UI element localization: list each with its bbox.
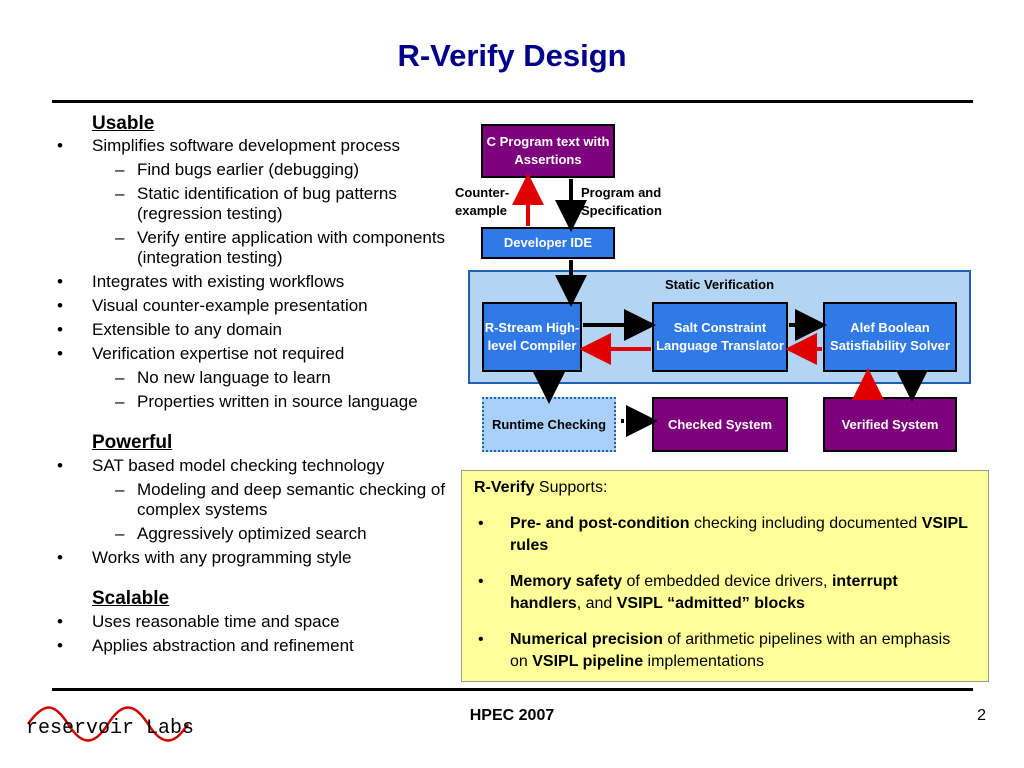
sub-bullet-item: Verify entire application with component… xyxy=(52,228,472,268)
supports-bullet: Pre- and post-condition checking includi… xyxy=(474,513,968,557)
supports-bold-text: VSIPL pipeline xyxy=(532,653,644,670)
bullet-item: Extensible to any domain xyxy=(52,320,472,340)
supports-text: checking including documented xyxy=(689,515,922,532)
supports-list: Pre- and post-condition checking includi… xyxy=(474,513,968,673)
supports-bold-text: Numerical precision xyxy=(510,631,663,648)
bullet-item: SAT based model checking technology xyxy=(52,456,472,476)
bullet-item: Uses reasonable time and space xyxy=(52,612,472,632)
reservoir-labs-logo: reservoir Labs xyxy=(26,706,194,742)
verified-label: Verified System xyxy=(841,416,939,432)
bullet-item: Integrates with existing workflows xyxy=(52,272,472,292)
supports-bold-text: Pre- and post-condition xyxy=(510,515,690,532)
sub-bullet-item: Find bugs earlier (debugging) xyxy=(52,160,472,180)
checked-label: Checked System xyxy=(667,416,773,432)
runtime-label: Runtime Checking xyxy=(491,416,607,432)
supports-text: of arithmetic pipelines with an emphasis… xyxy=(510,631,951,670)
sub-bullet-item: Static identification of bug patterns (r… xyxy=(52,184,472,224)
verified-system-box: Verified System xyxy=(823,397,957,452)
c-program-label: C Program text with Assertions xyxy=(486,134,610,167)
section-heading: Powerful xyxy=(92,432,173,453)
supports-bold-text: VSIPL rules xyxy=(510,515,968,554)
rstream-box: R-Stream High-level Compiler xyxy=(482,302,582,372)
bullet-item: Visual counter-example presentation xyxy=(52,296,472,316)
supports-bold-text: VSIPL “admitted” blocks xyxy=(616,595,805,612)
supports-bold-text: Memory safety xyxy=(510,573,623,590)
section-heading: Usable xyxy=(92,113,155,134)
supports-text: implementations xyxy=(643,653,765,670)
bullet-item: Verification expertise not required xyxy=(52,344,472,364)
footer-conference: HPEC 2007 xyxy=(469,707,555,724)
bullet-item: Applies abstraction and refinement xyxy=(52,636,472,656)
developer-ide-box: Developer IDE xyxy=(481,227,615,259)
supports-bold-text: interrupt handlers xyxy=(510,573,898,612)
sub-bullet-item: Aggressively optimized search xyxy=(52,524,472,544)
section-heading: Scalable xyxy=(92,588,170,609)
counter-example-label: Counter-example xyxy=(455,185,510,218)
supports-text: of embedded device drivers, xyxy=(622,573,832,590)
bullet-item: Works with any programming style xyxy=(52,548,472,568)
c-program-box: C Program text with Assertions xyxy=(481,124,615,178)
supports-text: , and xyxy=(576,595,617,612)
program-spec-label: Program and Specification xyxy=(581,185,662,218)
developer-ide-label: Developer IDE xyxy=(503,235,593,250)
slide-title: R-Verify Design xyxy=(397,38,627,73)
supports-box: R-Verify Supports: Pre- and post-conditi… xyxy=(461,470,989,682)
static-verification-label: Static Verification xyxy=(664,277,775,292)
sub-bullet-item: Properties written in source language xyxy=(52,392,472,412)
bottom-rule xyxy=(52,688,973,691)
salt-label: Salt Constraint Language Translator xyxy=(656,320,784,353)
supports-bullet: Memory safety of embedded device drivers… xyxy=(474,571,968,615)
alef-label: Alef Boolean Satisfiability Solver xyxy=(830,320,950,353)
logo-text: reservoir Labs xyxy=(26,717,194,740)
bullet-item: Simplifies software development process xyxy=(52,136,472,156)
supports-bullet: Numerical precision of arithmetic pipeli… xyxy=(474,629,968,673)
feature-list: UsableSimplifies software development pr… xyxy=(52,112,472,660)
top-rule xyxy=(52,100,973,103)
checked-system-box: Checked System xyxy=(652,397,788,452)
sub-bullet-item: No new language to learn xyxy=(52,368,472,388)
supports-heading: R-Verify Supports: xyxy=(474,479,608,496)
page-number: 2 xyxy=(977,707,986,724)
alef-box: Alef Boolean Satisfiability Solver xyxy=(823,302,957,372)
sub-bullet-item: Modeling and deep semantic checking of c… xyxy=(52,480,472,520)
rstream-label: R-Stream High-level Compiler xyxy=(484,320,580,353)
